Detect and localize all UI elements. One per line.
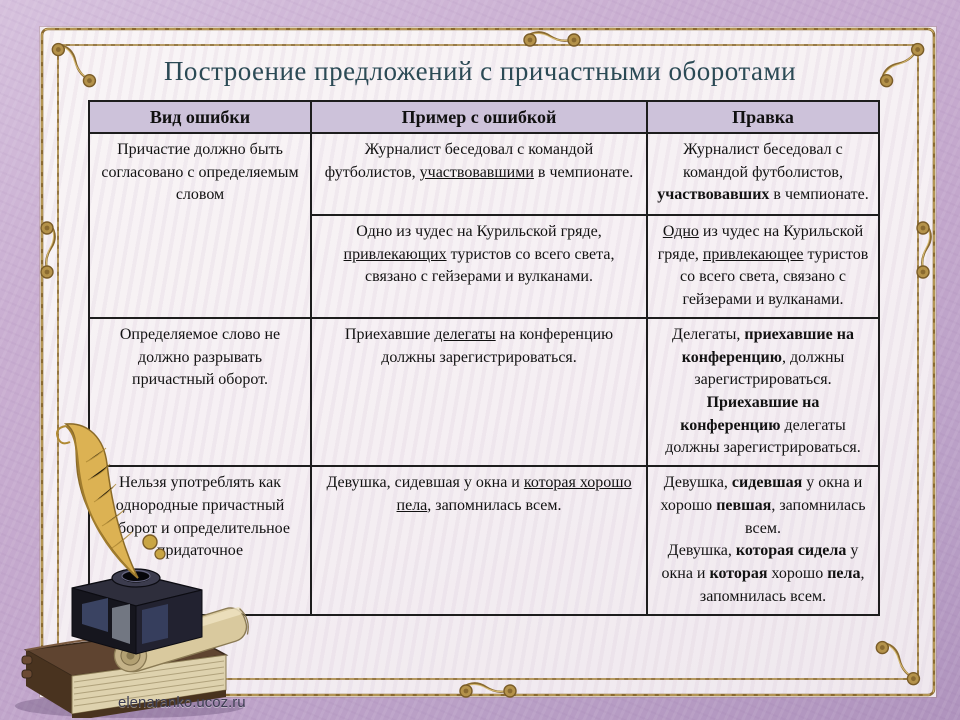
table-header-row: Вид ошибки Пример с ошибкой Правка bbox=[88, 100, 880, 134]
cell-example-3: Девушка, сидевшая у окна и которая хорош… bbox=[310, 465, 648, 616]
cell-correction-3: Девушка, сидевшая у окна и хорошо певшая… bbox=[646, 465, 880, 616]
cell-example-2: Приехавшие делегаты на конференцию должн… bbox=[310, 316, 648, 468]
cell-correction-1b: Одно из чудес на Курильской гряде, привл… bbox=[646, 214, 880, 319]
table-row: Определяемое слово не должно разрывать п… bbox=[88, 316, 880, 468]
errors-table: Вид ошибки Пример с ошибкой Правка Прича… bbox=[88, 100, 880, 616]
page-title: Построение предложений с причастными обо… bbox=[163, 56, 797, 86]
table-row: Нельзя употреблять как однородные причас… bbox=[88, 465, 880, 616]
header-example: Пример с ошибкой bbox=[310, 100, 648, 134]
table-row: Причастие должно быть согласовано с опре… bbox=[88, 132, 880, 319]
table-row: Одно из чудес на Курильской гряде, привл… bbox=[89, 214, 880, 319]
cell-example-1a: Журналист беседовал с командой футболист… bbox=[310, 132, 648, 216]
watermark-text: elenaranko.ucoz.ru bbox=[118, 694, 246, 711]
cell-example-1b: Одно из чудес на Курильской гряде, привл… bbox=[310, 214, 648, 319]
cell-correction-1a: Журналист беседовал с командой футболист… bbox=[646, 132, 880, 216]
cell-error-type-1: Причастие должно быть согласовано с опре… bbox=[88, 132, 312, 319]
header-error-type: Вид ошибки bbox=[88, 100, 312, 134]
header-correction: Правка bbox=[646, 100, 880, 134]
cell-error-type-3: Нельзя употреблять как однородные причас… bbox=[88, 465, 312, 616]
cell-correction-2: Делегаты, приехавшие на конференцию, дол… bbox=[646, 316, 880, 468]
cell-error-type-2: Определяемое слово не должно разрывать п… bbox=[88, 316, 312, 468]
